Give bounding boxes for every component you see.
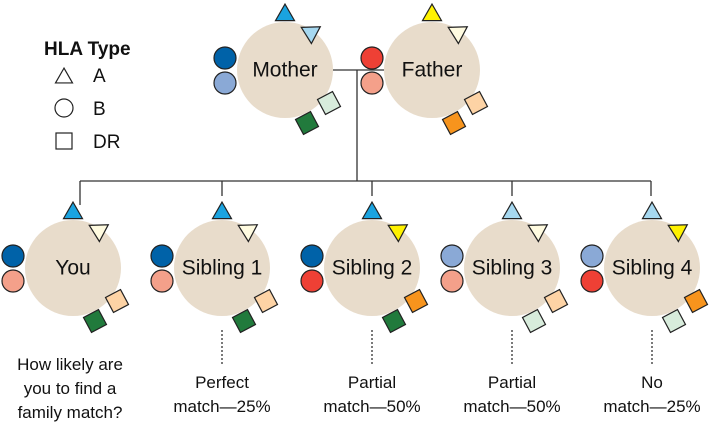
- caption-sibling-2: Partial: [348, 373, 396, 392]
- caption-you: you to find a: [24, 379, 117, 398]
- caption-you: How likely are: [17, 355, 123, 374]
- hla-a-allele-2-triangle-icon: [237, 224, 259, 243]
- caption-sibling-2: match—50%: [323, 397, 420, 416]
- caption-sibling-3: Partial: [488, 373, 536, 392]
- hla-a-allele-2-triangle-icon: [88, 224, 110, 243]
- hla-b-allele-2-circle-icon: [213, 71, 237, 95]
- legend-label-b: B: [93, 99, 106, 120]
- person-body: [464, 220, 560, 316]
- legend-triangle-icon: [54, 66, 74, 84]
- hla-dr-allele-2-square-icon: [521, 308, 547, 334]
- hla-a-allele-1-triangle-icon: [421, 2, 443, 22]
- person-label: Sibling 2: [332, 257, 413, 280]
- hla-dr-allele-2-square-icon: [381, 308, 407, 334]
- hla-dr-allele-2-square-icon: [82, 308, 108, 334]
- hla-dr-allele-1-square-icon: [253, 288, 279, 314]
- person-label: You: [55, 257, 90, 280]
- hla-a-allele-2-triangle-icon: [447, 26, 469, 45]
- hla-dr-allele-2-square-icon: [661, 308, 687, 334]
- hla-dr-allele-1-square-icon: [683, 288, 709, 314]
- person-body: [174, 220, 270, 316]
- hla-b-allele-1-circle-icon: [360, 46, 384, 70]
- caption-you: family match?: [18, 403, 123, 422]
- person-sibling-1: Sibling 1: [150, 200, 279, 334]
- person-label: Sibling 1: [182, 257, 263, 280]
- person-mother: Mother: [213, 2, 342, 136]
- person-father: Father: [360, 2, 489, 136]
- hla-a-allele-2-triangle-icon: [667, 224, 689, 243]
- hla-a-allele-2-triangle-icon: [300, 26, 322, 45]
- hla-dr-allele-2-square-icon: [441, 110, 467, 136]
- hla-b-allele-1-circle-icon: [213, 46, 237, 70]
- person-body: [237, 22, 333, 118]
- hla-dr-allele-1-square-icon: [104, 288, 130, 314]
- legend-square-icon: [55, 132, 73, 150]
- person-sibling-2: Sibling 2: [300, 200, 429, 334]
- hla-a-allele-2-triangle-icon: [387, 224, 409, 243]
- caption-sibling-1: match—25%: [173, 397, 270, 416]
- hla-b-allele-2-circle-icon: [440, 269, 464, 293]
- hla-b-allele-2-circle-icon: [580, 269, 604, 293]
- caption-sibling-4: match—25%: [603, 397, 700, 416]
- hla-a-allele-1-triangle-icon: [361, 200, 383, 220]
- person-body: [324, 220, 420, 316]
- legend-title: HLA Type: [44, 39, 131, 60]
- hla-dr-allele-1-square-icon: [403, 288, 429, 314]
- hla-a-allele-2-triangle-icon: [527, 224, 549, 243]
- hla-dr-allele-1-square-icon: [316, 90, 342, 116]
- hla-dr-allele-1-square-icon: [463, 90, 489, 116]
- caption-sibling-1: Perfect: [195, 373, 249, 392]
- hla-a-allele-1-triangle-icon: [62, 200, 84, 220]
- hla-a-allele-1-triangle-icon: [641, 200, 663, 220]
- hla-dr-allele-2-square-icon: [294, 110, 320, 136]
- person-label: Sibling 3: [472, 257, 553, 280]
- hla-b-allele-2-circle-icon: [1, 269, 25, 293]
- legend-circle-icon: [54, 98, 74, 118]
- hla-b-allele-2-circle-icon: [300, 269, 324, 293]
- legend-label-a: A: [93, 66, 106, 87]
- hla-b-allele-1-circle-icon: [300, 244, 324, 268]
- hla-a-allele-1-triangle-icon: [501, 200, 523, 220]
- person-you: You: [1, 200, 130, 334]
- person-sibling-4: Sibling 4: [580, 200, 709, 334]
- hla-a-allele-1-triangle-icon: [211, 200, 233, 220]
- hla-b-allele-1-circle-icon: [440, 244, 464, 268]
- hla-dr-allele-1-square-icon: [543, 288, 569, 314]
- caption-sibling-4: No: [641, 373, 663, 392]
- person-label: Sibling 4: [612, 257, 693, 280]
- caption-sibling-3: match—50%: [463, 397, 560, 416]
- person-label: Father: [402, 59, 463, 82]
- person-body: [25, 220, 121, 316]
- hla-b-allele-2-circle-icon: [150, 269, 174, 293]
- person-sibling-3: Sibling 3: [440, 200, 569, 334]
- hla-dr-allele-2-square-icon: [231, 308, 257, 334]
- hla-a-allele-1-triangle-icon: [274, 2, 296, 22]
- person-body: [604, 220, 700, 316]
- legend-label-dr: DR: [93, 132, 120, 153]
- hla-b-allele-2-circle-icon: [360, 71, 384, 95]
- person-body: [384, 22, 480, 118]
- hla-b-allele-1-circle-icon: [1, 244, 25, 268]
- hla-b-allele-1-circle-icon: [150, 244, 174, 268]
- hla-b-allele-1-circle-icon: [580, 244, 604, 268]
- person-label: Mother: [252, 59, 317, 82]
